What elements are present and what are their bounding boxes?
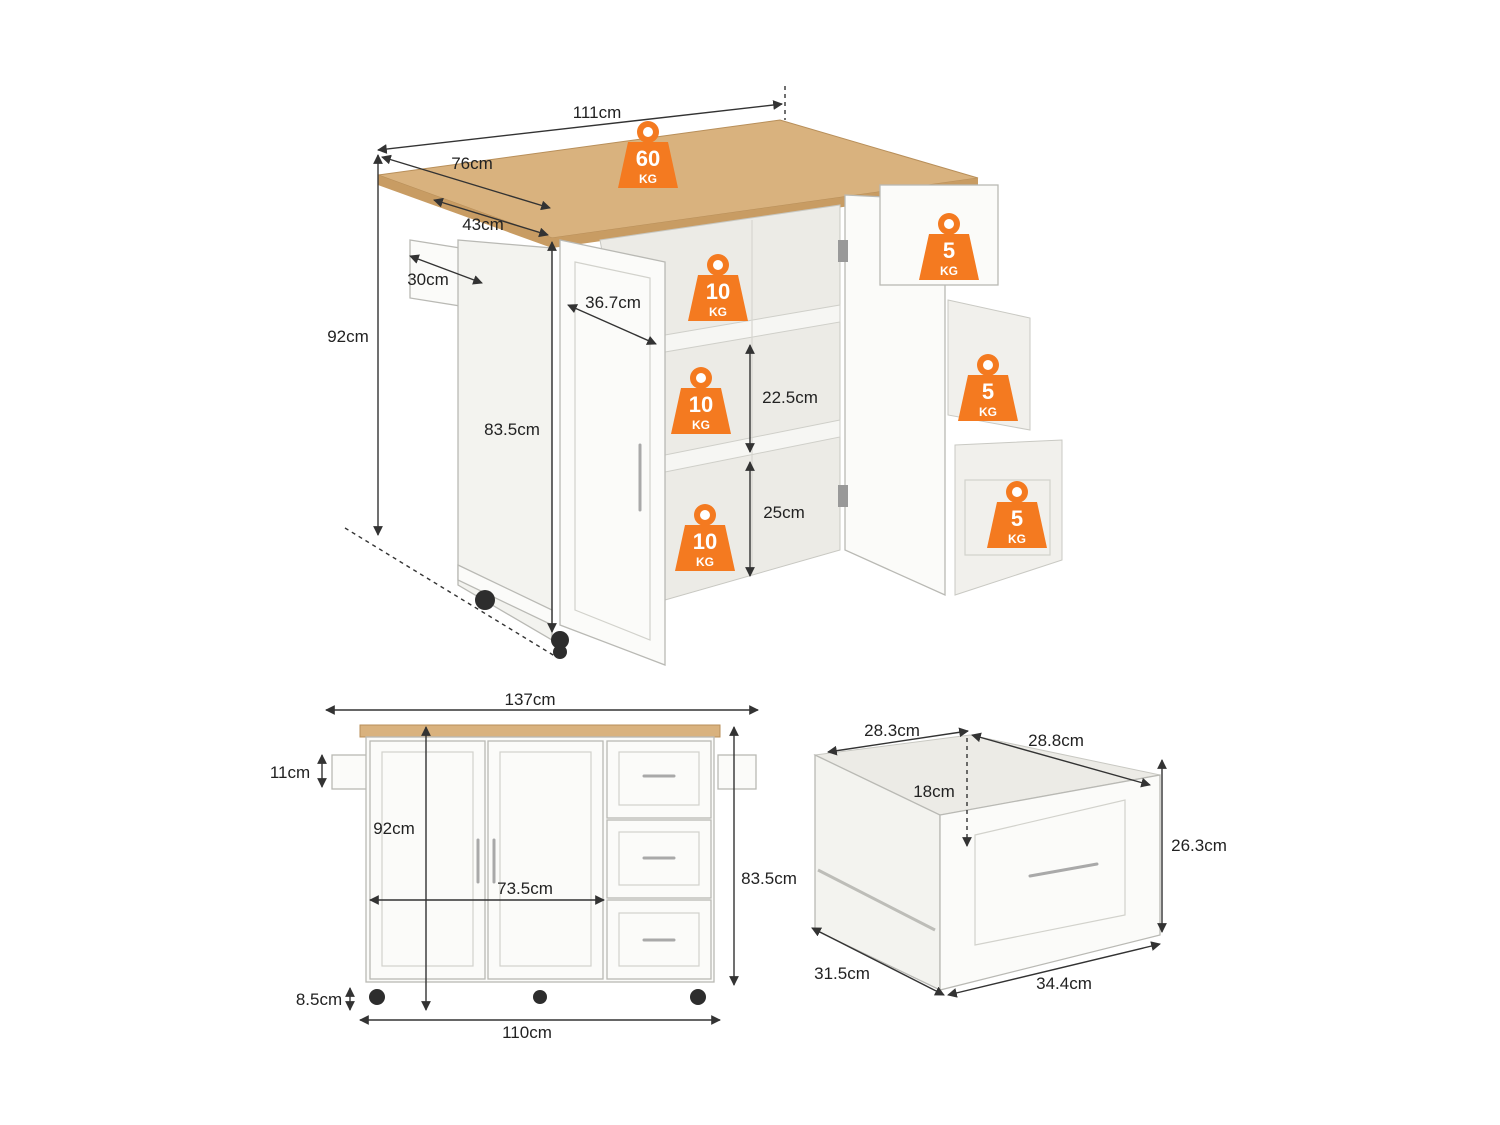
svg-text:KG: KG [639,172,657,186]
dim-cabinet-depth: 43cm [462,215,504,234]
caster-wheel [475,590,495,610]
svg-text:KG: KG [979,405,997,419]
dim-height-total: 92cm [327,327,369,346]
svg-text:60: 60 [636,146,660,171]
drawer-handle [1028,862,1099,878]
dim-front-height-total: 92cm [373,819,415,838]
svg-text:KG: KG [1008,532,1026,546]
front-wheel [369,989,385,1005]
dim-cabinet-height: 83.5cm [484,420,540,439]
dim-cabinet-width: 73.5cm [497,879,553,898]
front-right-door [487,740,604,980]
svg-text:KG: KG [709,305,727,319]
dim-shelf-gap-upper: 22.5cm [762,388,818,407]
dim-drawer-inner-depth: 28.8cm [1028,731,1084,750]
front-towel-rack-left [331,754,369,790]
svg-text:KG: KG [696,555,714,569]
svg-text:10: 10 [706,279,730,304]
svg-text:5: 5 [943,238,955,263]
dim-front-width-total: 137cm [504,690,555,709]
front-left-door [369,740,486,980]
dim-top-depth: 76cm [451,154,493,173]
isometric-cabinet-illustration [377,119,1063,666]
weight-badge-shelf-bottom: 10 KG [675,504,735,571]
dim-drawer-inner-width: 28.3cm [864,721,920,740]
dim-wheel-height: 8.5cm [296,990,342,1009]
dim-shelf-gap-lower: 25cm [763,503,805,522]
front-towel-rack-right [717,754,757,790]
weight-badge-top: 60 KG [618,121,678,188]
top-view-dimensions: 111cm 76cm 43cm 30cm 92cm 83.5cm 36.7cm … [327,86,818,659]
weight-badge-shelf-top: 10 KG [688,254,748,321]
dim-towel-rack: 30cm [407,270,449,289]
left-door-open [559,239,666,666]
dim-rack-height: 11cm [270,763,310,782]
front-view-dimensions: 137cm 11cm 92cm 73.5cm 83.5cm 8.5cm 110c… [270,690,797,1042]
svg-text:KG: KG [940,264,958,278]
svg-text:5: 5 [1011,506,1023,531]
weight-badge-drawer-3: 5 KG [987,481,1047,548]
hinge-icon [838,240,848,262]
svg-text:KG: KG [692,418,710,432]
weight-badge-drawer-2: 5 KG [958,354,1018,421]
drawer-view-dimensions: 28.3cm 28.8cm 18cm 26.3cm 31.5cm 34.4cm [811,721,1227,998]
dim-front-cabinet-height: 83.5cm [741,869,797,888]
dim-shelf-depth: 36.7cm [585,293,641,312]
weight-badge-shelf-mid: 10 KG [671,367,731,434]
dim-drawer-inner-height: 18cm [913,782,955,801]
front-view-illustration [331,724,757,1005]
weight-badge-drawer-1: 5 KG [919,213,979,280]
svg-text:5: 5 [982,379,994,404]
dim-base-width: 110cm [502,1023,552,1042]
svg-text:10: 10 [689,392,713,417]
dim-drawer-outer-depth: 31.5cm [814,964,870,983]
dim-drawer-outer-width: 34.4cm [1036,974,1092,993]
dim-width-total: 111cm [573,103,622,122]
svg-text:10: 10 [693,529,717,554]
dim-drawer-outer-height: 26.3cm [1171,836,1227,855]
front-countertop [359,724,721,738]
